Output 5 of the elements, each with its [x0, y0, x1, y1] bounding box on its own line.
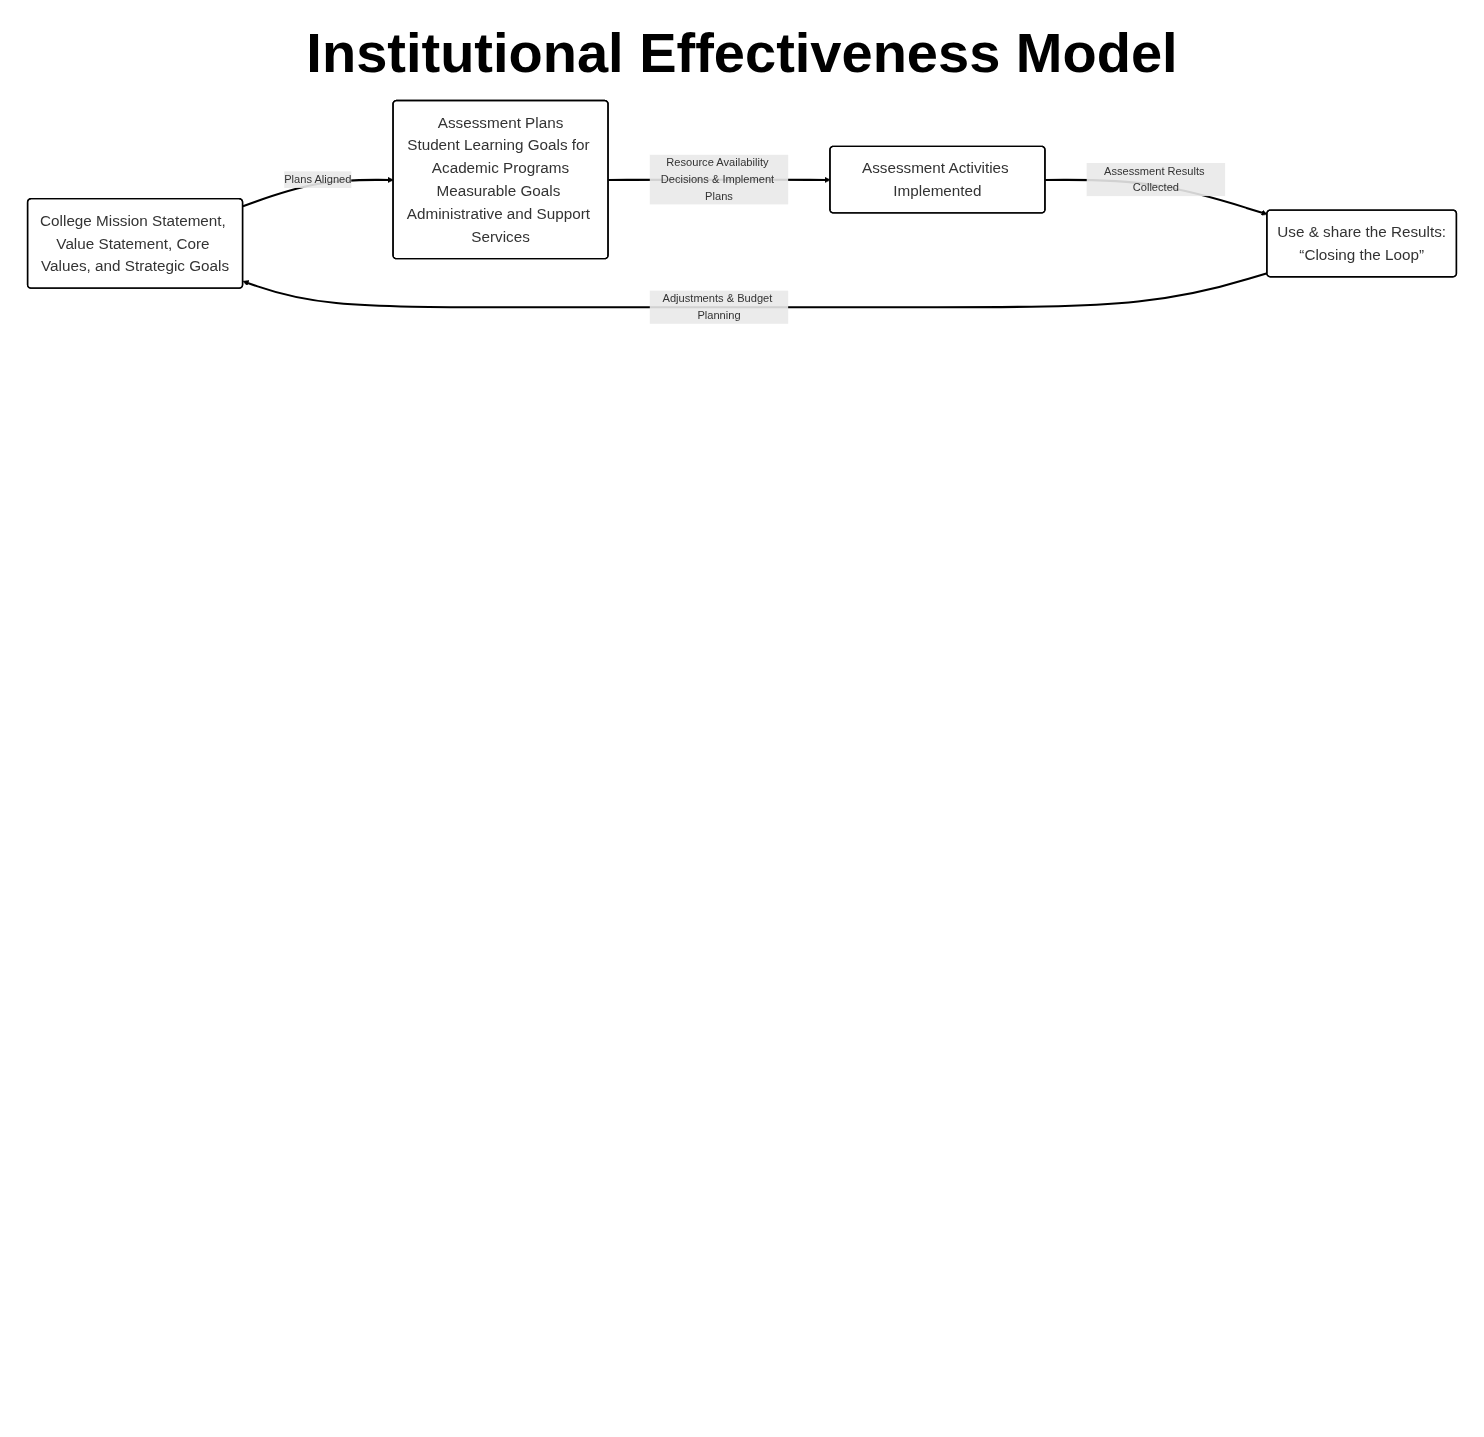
- edge-label: Adjustments & Budget Planning: [662, 292, 773, 322]
- diagram-title: Institutional Effectiveness Model: [305, 20, 1179, 85]
- edge-label: Plans Aligned: [284, 173, 352, 186]
- edge-label: Resource Availability Decisions & Implement Plans: [660, 156, 775, 202]
- edge-label: Assessment Results Collected: [1104, 165, 1205, 194]
